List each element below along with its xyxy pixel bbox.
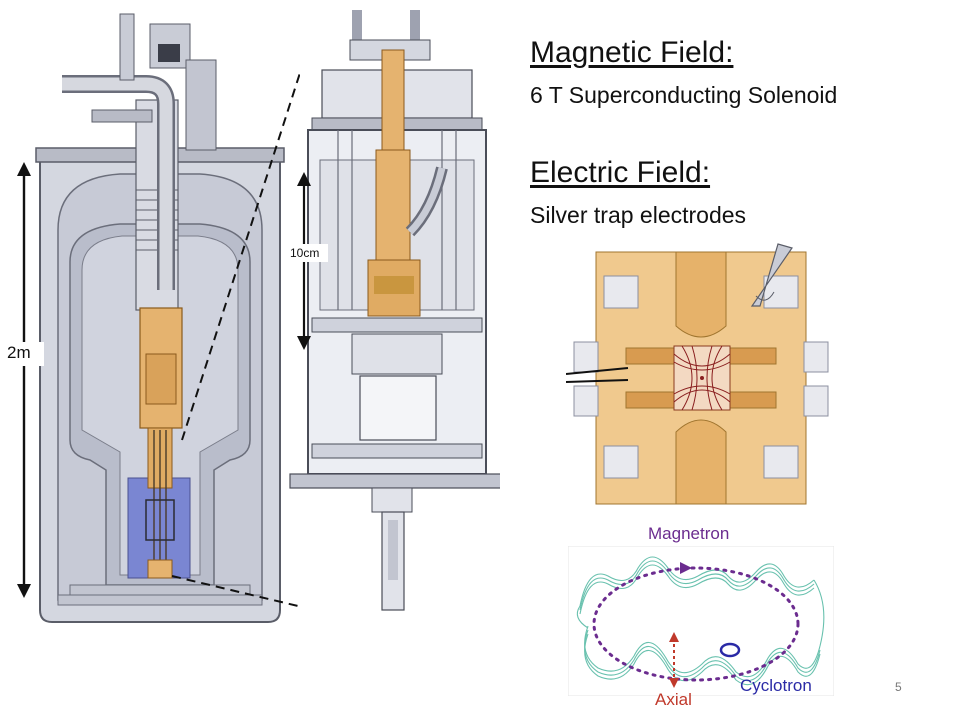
electric-field-heading: Electric Field:	[530, 156, 711, 189]
electric-field-detail: Silver trap electrodes	[530, 202, 747, 228]
particle-motion-diagram	[568, 546, 834, 696]
magnetron-label: Magnetron	[648, 524, 730, 543]
magnetic-field-heading: Magnetic Field:	[530, 36, 734, 69]
scale-label-10cm: 10cm	[290, 246, 320, 260]
cryostat-drawing	[4, 13, 300, 623]
magnetic-field-detail: 6 T Superconducting Solenoid	[530, 82, 838, 108]
scale-label-2m: 2m	[7, 343, 31, 362]
trap-electrodes-diagram	[566, 243, 829, 505]
axial-label: Axial	[655, 690, 692, 709]
cyclotron-label: Cyclotron	[740, 676, 812, 695]
trap-insert-drawing	[288, 10, 500, 611]
page-number: 5	[895, 680, 902, 694]
